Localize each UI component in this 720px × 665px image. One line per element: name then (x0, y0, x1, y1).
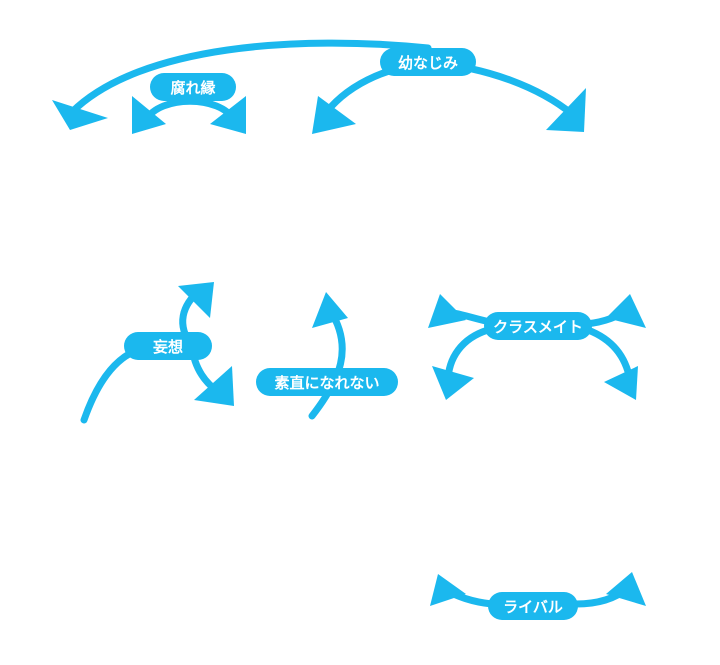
sunao-group: 素直になれない (256, 292, 398, 420)
osananajimi-left-arc (68, 39, 432, 116)
classmate-label: クラスメイト (493, 318, 583, 336)
kusareen-group: 腐れ縁 (132, 73, 246, 134)
rival-right-arrowhead (606, 572, 646, 606)
kusareen-label: 腐れ縁 (170, 79, 215, 97)
rival-group: ライバル (430, 572, 646, 620)
osananajimi-inner-arrowhead (312, 96, 356, 134)
sunao-label-bg (256, 368, 398, 396)
sunao-arrowhead (312, 292, 348, 328)
osananajimi-right-arrowhead (546, 88, 586, 132)
rival-left-arrowhead (430, 574, 466, 606)
osananajimi-group: 幼なじみ (52, 39, 586, 134)
mousou-up-arrowhead (178, 282, 214, 318)
sunao-label: 素直になれない (274, 374, 379, 392)
classmate-down-right (584, 326, 634, 384)
osananajimi-left-arrowhead (52, 100, 108, 130)
osananajimi-label: 幼なじみ (398, 54, 458, 72)
classmate-up-right-arrowhead (606, 294, 646, 328)
osananajimi-label-bg (380, 48, 476, 76)
classmate-group: クラスメイト (428, 294, 646, 400)
kusareen-left-arrowhead (132, 96, 166, 134)
rival-label: ライバル (503, 598, 563, 616)
classmate-down-left-arrowhead (432, 366, 474, 400)
kusareen-right-arrowhead (210, 96, 246, 134)
kusareen-label-bg (150, 73, 236, 101)
classmate-label-bg (484, 312, 592, 340)
mousou-group: 妄想 (80, 282, 234, 424)
mousou-label-bg (124, 332, 212, 360)
mousou-down-arrowhead (194, 366, 234, 406)
rival-label-bg (488, 592, 578, 620)
sunao-curve (308, 306, 346, 420)
mousou-label: 妄想 (153, 338, 183, 356)
classmate-down-right-arrowhead (604, 366, 638, 400)
classmate-up-left-arrowhead (428, 294, 466, 328)
